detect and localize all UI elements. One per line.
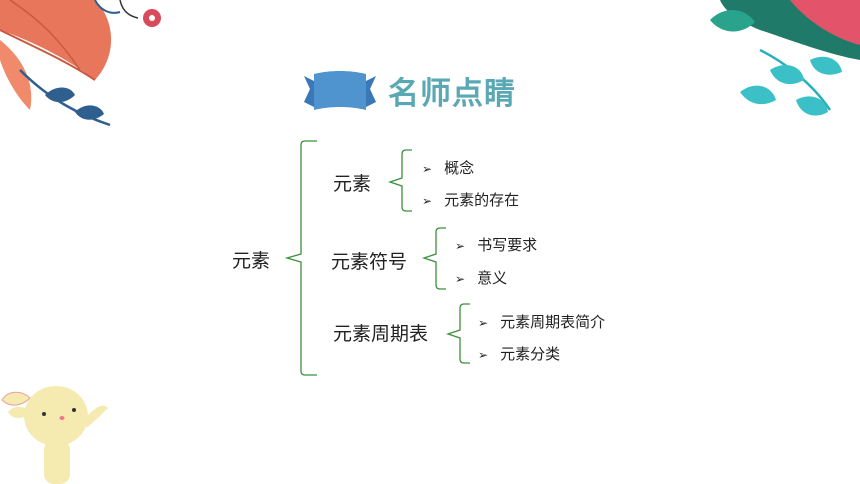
group-3-bracket (445, 303, 470, 364)
arrow-bullet-icon: ➢ (455, 272, 466, 286)
arrow-bullet-icon: ➢ (422, 162, 433, 176)
leaf-decoration-top-right (710, 0, 860, 116)
section-title: 名师点睛 (388, 76, 516, 112)
arrow-bullet-icon: ➢ (478, 348, 489, 362)
group-1-bracket (387, 149, 412, 212)
group-2-item-2: ➢意义 (455, 269, 508, 287)
group-3-label: 元素周期表 (333, 323, 429, 345)
arrow-bullet-icon: ➢ (478, 316, 489, 330)
ribbon-banner-icon (304, 71, 376, 110)
leaf-decoration-top-left (0, 0, 161, 127)
arrow-bullet-icon: ➢ (455, 239, 466, 253)
group-2-item-1: ➢书写要求 (455, 236, 538, 254)
group-2-label: 元素符号 (331, 251, 408, 273)
group-1-label: 元素 (333, 173, 372, 195)
arrow-bullet-icon: ➢ (422, 194, 433, 208)
group-3-item-2: ➢元素分类 (478, 345, 561, 363)
group-3-item-1: ➢元素周期表简介 (478, 313, 606, 331)
root-node: 元素 (232, 250, 271, 272)
group-1-item-2: ➢元素的存在 (422, 191, 520, 209)
group-2-bracket (421, 227, 446, 290)
root-bracket (284, 140, 317, 376)
group-1-item-1: ➢概念 (422, 159, 475, 177)
bunny-illustration (1, 386, 108, 484)
